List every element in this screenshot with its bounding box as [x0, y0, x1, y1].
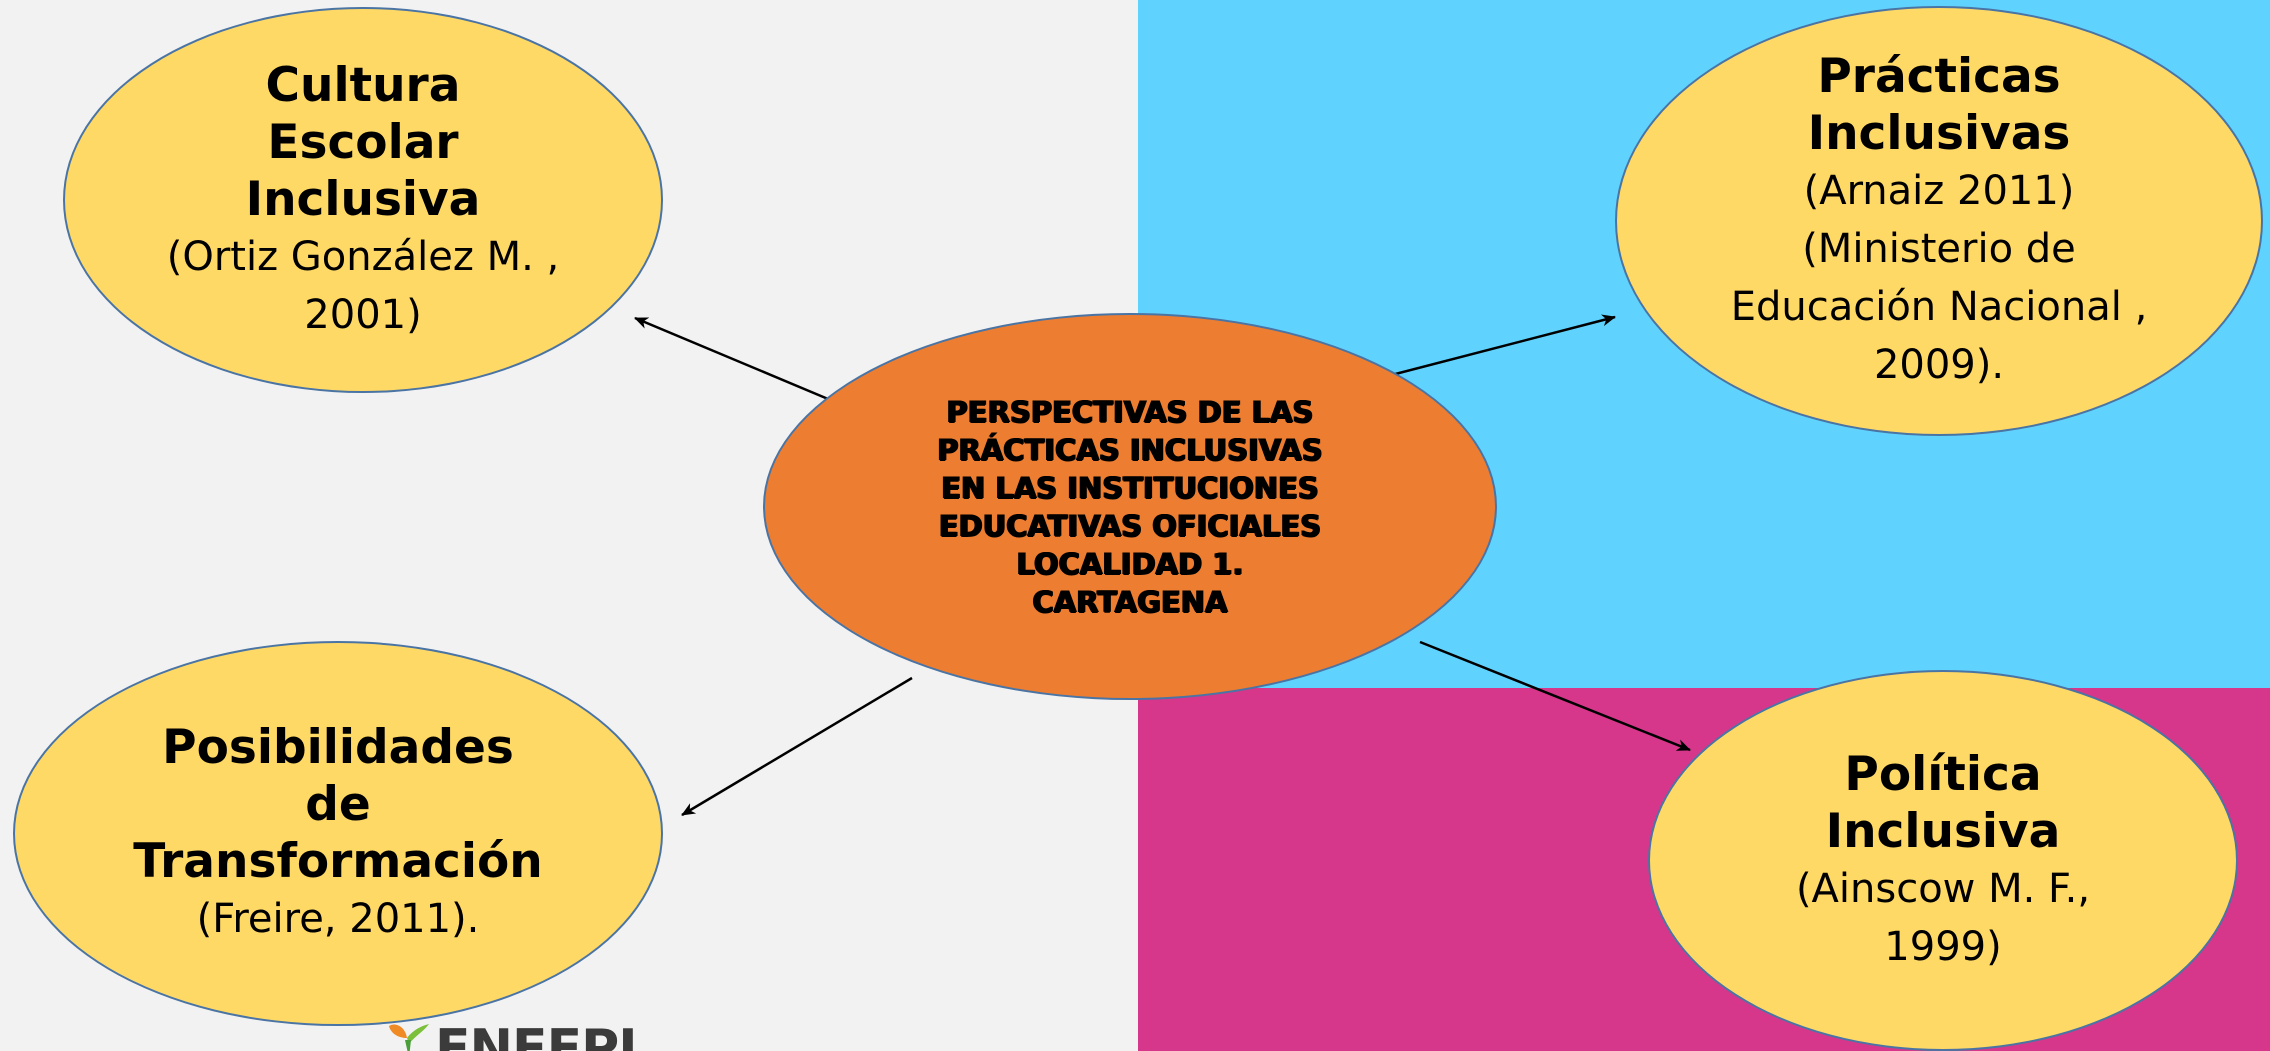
- node-title-line: Inclusivas: [1807, 106, 2071, 161]
- central-topic: PERSPECTIVAS DE LAS PRÁCTICAS INCLUSIVAS…: [763, 313, 1497, 700]
- node-reference-line: 2001): [304, 291, 422, 338]
- central-topic-line: LOCALIDAD 1.: [1016, 546, 1244, 581]
- node-cultura-escolar-inclusiva: Cultura Escolar Inclusiva (Ortiz Gonzále…: [63, 7, 663, 393]
- arrow-to-cultura: [634, 316, 841, 406]
- central-topic-text: PERSPECTIVAS DE LAS PRÁCTICAS INCLUSIVAS…: [895, 393, 1365, 621]
- node-title-line: de: [305, 777, 371, 832]
- logo: ENEEPI: [385, 1018, 637, 1051]
- node-reference-line: (Ortiz González M. ,: [166, 233, 560, 280]
- node-title: Prácticas Inclusivas: [1808, 48, 2071, 162]
- node-title-line: Posibilidades: [162, 720, 514, 775]
- node-title-line: Escolar: [267, 114, 459, 170]
- node-reference-line: Educación Nacional ,: [1730, 284, 2148, 330]
- central-topic-line: EN LAS INSTITUCIONES: [941, 470, 1319, 505]
- node-reference: (Arnaiz 2011) (Ministerio de Educación N…: [1731, 162, 2148, 394]
- central-topic-line: PERSPECTIVAS DE LAS: [946, 394, 1314, 429]
- node-title-line: Transformación: [133, 834, 543, 889]
- node-title-line: Política: [1844, 746, 2042, 802]
- node-title: Política Inclusiva: [1826, 746, 2061, 860]
- central-topic-line: CARTAGENA: [1032, 584, 1228, 619]
- node-reference-line: (Ainscow M. F.,: [1795, 865, 2091, 912]
- node-title: Posibilidades de Transformación: [133, 719, 543, 890]
- central-topic-line: PRÁCTICAS INCLUSIVAS: [937, 432, 1323, 467]
- node-reference: (Ainscow M. F., 1999): [1796, 860, 2090, 976]
- node-posibilidades-de-transformacion: Posibilidades de Transformación (Freire,…: [13, 641, 663, 1026]
- node-practicas-inclusivas: Prácticas Inclusivas (Arnaiz 2011) (Mini…: [1615, 6, 2263, 436]
- node-reference-line: (Ministerio de: [1802, 226, 2076, 272]
- node-title-line: Inclusiva: [245, 171, 481, 227]
- node-reference-line: 1999): [1884, 923, 2002, 970]
- node-reference: (Ortiz González M. , 2001): [167, 228, 559, 344]
- node-title: Cultura Escolar Inclusiva: [246, 57, 481, 228]
- node-reference: (Freire, 2011).: [197, 890, 480, 948]
- node-reference-line: (Arnaiz 2011): [1803, 168, 2075, 214]
- arrow-to-posibilidades: [681, 676, 913, 817]
- node-reference-line: (Freire, 2011).: [196, 896, 480, 942]
- node-reference-line: 2009).: [1873, 342, 2005, 388]
- central-topic-line: EDUCATIVAS OFICIALES: [938, 508, 1322, 543]
- node-title-line: Inclusiva: [1825, 803, 2061, 859]
- node-title-line: Prácticas: [1817, 49, 2061, 104]
- arrow-to-politica: [1419, 640, 1691, 752]
- logo-text: ENEEPI: [435, 1019, 637, 1051]
- arrow-to-practicas: [1379, 314, 1616, 380]
- node-politica-inclusiva: Política Inclusiva (Ainscow M. F., 1999): [1648, 670, 2238, 1051]
- node-title-line: Cultura: [265, 57, 461, 113]
- leaf-logo-icon: [389, 1024, 429, 1051]
